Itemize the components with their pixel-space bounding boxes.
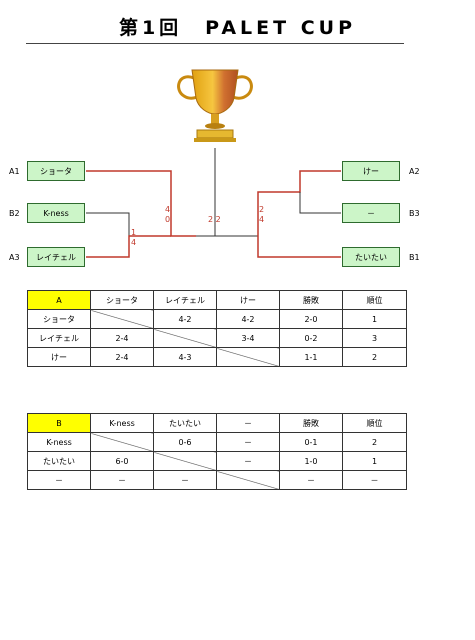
table-cell: 1 (342, 451, 407, 471)
table-cell: － (279, 470, 343, 490)
table-cell: レイチェル (27, 328, 91, 348)
player-box-left-2: K-ness (27, 203, 85, 223)
table-cell: 0-1 (279, 432, 343, 452)
table-cell: 0-2 (279, 328, 343, 348)
player-box-right-1: けー (342, 161, 400, 181)
diagonal-cell (90, 432, 154, 452)
table-row: レイチェル 2-4 3-4 0-2 3 (27, 328, 407, 348)
bracket-line-a1-final (86, 170, 196, 237)
table-cell: 4-2 (153, 309, 217, 329)
table-cell: 0-6 (153, 432, 217, 452)
player-box-right-3: たいたい (342, 247, 400, 267)
table-header-cell: けー (216, 290, 280, 310)
table-header-cell: 順位 (342, 413, 407, 433)
table-header-cell: － (216, 413, 280, 433)
table-header-cell: 勝敗 (279, 413, 343, 433)
score-label: 4 (165, 205, 171, 214)
table-cell: 1-1 (279, 347, 343, 367)
trophy-icon (177, 69, 253, 142)
table-cell: 2 (342, 432, 407, 452)
table-header-row: B K-ness たいたい － 勝敗 順位 (27, 413, 407, 433)
table-cell: けー (27, 347, 91, 367)
page-title: 第1回 PALET CUP (118, 17, 357, 39)
player-box-right-2: － (342, 203, 400, 223)
table-cell: 2-4 (90, 328, 154, 348)
table-cell: － (90, 470, 154, 490)
table-header-cell: ショータ (90, 290, 154, 310)
table-cell: K-ness (27, 432, 91, 452)
diagonal-cell (90, 309, 154, 329)
seed-label: B2 (9, 209, 20, 218)
score-label: 4 (131, 238, 137, 247)
table-cell: 1-0 (279, 451, 343, 471)
table-header-row: A ショータ レイチェル けー 勝敗 順位 (27, 290, 407, 310)
table-row: たいたい 6-0 － 1-0 1 (27, 451, 407, 471)
table-row: K-ness 0-6 － 0-1 2 (27, 432, 407, 452)
table-cell: 4-3 (153, 347, 217, 367)
table-header-cell: B (27, 413, 91, 433)
table-cell: ショータ (27, 309, 91, 329)
player-box-left-1: ショータ (27, 161, 85, 181)
table-cell: 1 (342, 309, 407, 329)
table-header-cell: K-ness (90, 413, 154, 433)
final-score-label: 2 2 (208, 215, 221, 224)
title-divider (26, 43, 404, 44)
bracket-lines (86, 148, 341, 258)
diagonal-cell (216, 347, 280, 367)
table-row: ショータ 4-2 4-2 2-0 1 (27, 309, 407, 329)
table-cell: － (216, 451, 280, 471)
table-cell: 3 (342, 328, 407, 348)
seed-label: A1 (9, 167, 20, 176)
table-row: けー 2-4 4-3 1-1 2 (27, 347, 407, 367)
table-cell: 6-0 (90, 451, 154, 471)
league-b-table: B K-ness たいたい － 勝敗 順位 K-ness 0-6 － 0-1 2… (27, 413, 407, 490)
bracket-line-a3-semi (86, 235, 171, 258)
table-header-cell: A (27, 290, 91, 310)
seed-label: B1 (409, 253, 420, 262)
table-cell: － (27, 470, 91, 490)
seed-label: B3 (409, 209, 420, 218)
diagonal-cell (153, 328, 217, 348)
table-cell: － (153, 470, 217, 490)
table-cell: 2-4 (90, 347, 154, 367)
player-box-left-3: レイチェル (27, 247, 85, 267)
score-label: 4 (259, 215, 265, 224)
table-cell: 2 (342, 347, 407, 367)
table-cell: － (342, 470, 407, 490)
seed-label: A2 (409, 167, 420, 176)
table-header-cell: レイチェル (153, 290, 217, 310)
table-cell: たいたい (27, 451, 91, 471)
table-cell: － (216, 432, 280, 452)
table-cell: 4-2 (216, 309, 280, 329)
table-row: － － － － － (27, 470, 407, 490)
league-a-table: A ショータ レイチェル けー 勝敗 順位 ショータ 4-2 4-2 2-0 1… (27, 290, 407, 367)
diagonal-cell (216, 470, 280, 490)
diagonal-cell (153, 451, 217, 471)
seed-label: A3 (9, 253, 20, 262)
score-label: 2 (259, 205, 265, 214)
table-cell: 2-0 (279, 309, 343, 329)
table-header-cell: たいたい (153, 413, 217, 433)
table-header-cell: 順位 (342, 290, 407, 310)
bracket-line-b1 (257, 236, 341, 258)
score-label: 1 (131, 228, 137, 237)
table-cell: 3-4 (216, 328, 280, 348)
score-label: 0 (165, 215, 171, 224)
table-header-cell: 勝敗 (279, 290, 343, 310)
